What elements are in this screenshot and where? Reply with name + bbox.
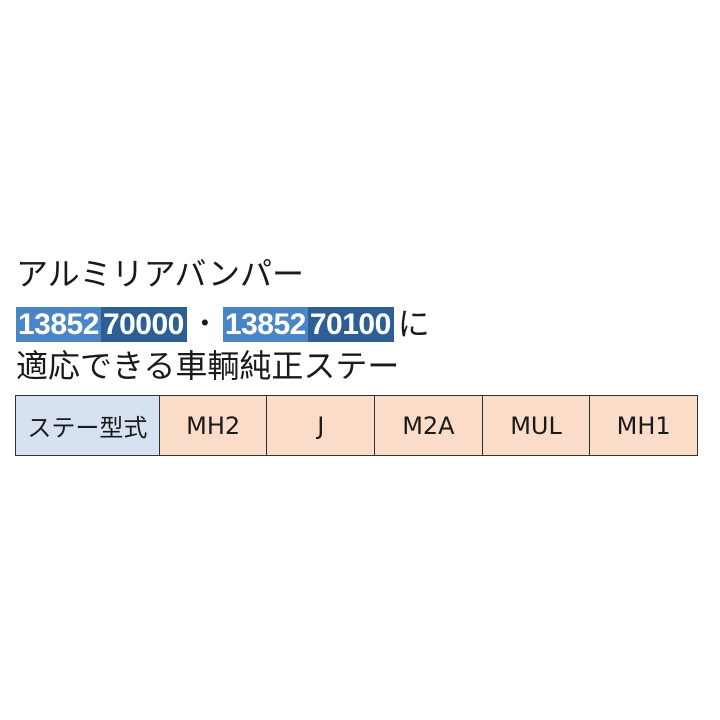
table-cell: J bbox=[266, 395, 376, 456]
part-number-suffix: 70100 bbox=[307, 306, 394, 342]
table-cell: MUL bbox=[481, 395, 591, 456]
title-line-3: 適応できる車輌純正ステー bbox=[16, 347, 400, 385]
table-header-cell: ステー型式 bbox=[15, 395, 160, 456]
table-cell: MH2 bbox=[158, 395, 268, 456]
part-number-prefix: 13852 bbox=[16, 306, 101, 342]
table-cell: M2A bbox=[374, 395, 483, 456]
line-suffix: に bbox=[397, 305, 430, 343]
table-row: ステー型式 MH2 J M2A MUL MH1 bbox=[15, 395, 698, 456]
stay-type-table: ステー型式 MH2 J M2A MUL MH1 bbox=[15, 395, 698, 456]
part-number-suffix: 70000 bbox=[100, 306, 187, 342]
title-line-1: アルミリアバンパー bbox=[16, 255, 305, 293]
part-number-prefix: 13852 bbox=[222, 306, 308, 342]
table-cell: MH1 bbox=[589, 395, 698, 456]
separator: ・ bbox=[190, 307, 219, 340]
